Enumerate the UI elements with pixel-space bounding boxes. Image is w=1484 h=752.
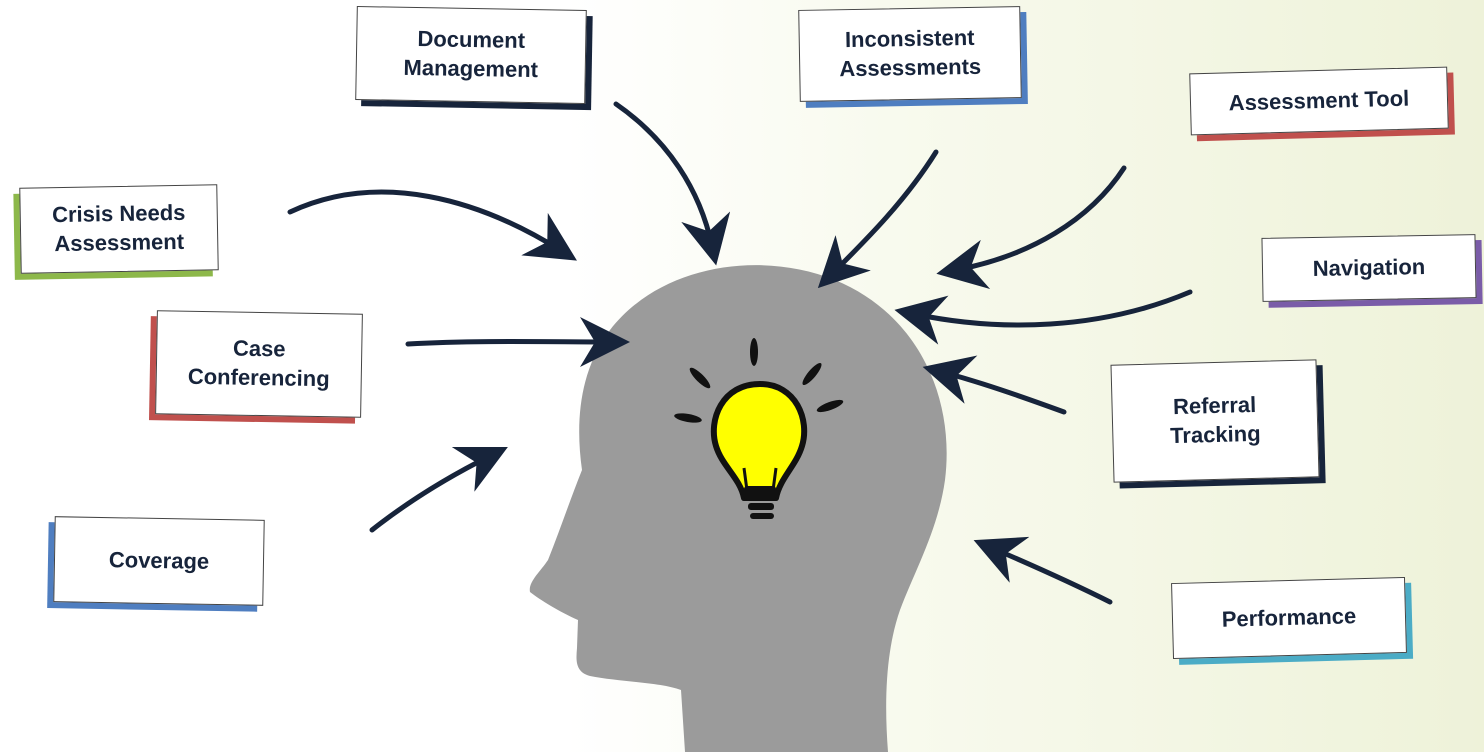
performance-box: Performance: [1171, 576, 1407, 660]
arrow-case-conferencing: [405, 316, 630, 367]
referral-tracking-label: Referral Tracking: [1169, 392, 1261, 449]
head-silhouette-icon: [529, 265, 947, 752]
crisis-needs-assessment-box: Crisis Needs Assessment: [19, 184, 219, 274]
coverage-box: Coverage: [53, 516, 265, 606]
performance-label: Performance: [1221, 602, 1357, 632]
referral-tracking-box: Referral Tracking: [1110, 359, 1320, 483]
arrow-assessment-tool: [936, 165, 1127, 289]
inconsistent-assessments-box: Inconsistent Assessments: [798, 6, 1022, 102]
lightbulb-icon: [674, 338, 844, 519]
arrow-inconsistent-assessments: [817, 149, 939, 289]
navigation-label: Navigation: [1312, 253, 1426, 281]
crisis-needs-assessment-label: Crisis Needs Assessment: [51, 200, 186, 257]
coverage-label: Coverage: [108, 546, 210, 574]
document-management-box: Document Management: [355, 6, 587, 104]
arrow-crisis-needs-assessment: [287, 189, 577, 261]
case-conferencing-box: Case Conferencing: [155, 310, 363, 418]
document-management-label: Document Management: [403, 26, 539, 83]
inconsistent-assessments-label: Inconsistent Assessments: [839, 25, 982, 82]
case-conferencing-label: Case Conferencing: [187, 335, 330, 392]
arrow-referral-tracking: [922, 355, 1067, 415]
arrow-coverage: [369, 447, 508, 533]
arrow-performance: [973, 536, 1113, 605]
arrow-document-management: [613, 101, 731, 266]
assessment-tool-box: Assessment Tool: [1189, 66, 1449, 136]
arrow-navigation: [894, 289, 1193, 345]
navigation-box: Navigation: [1261, 234, 1477, 302]
assessment-tool-label: Assessment Tool: [1228, 85, 1410, 116]
